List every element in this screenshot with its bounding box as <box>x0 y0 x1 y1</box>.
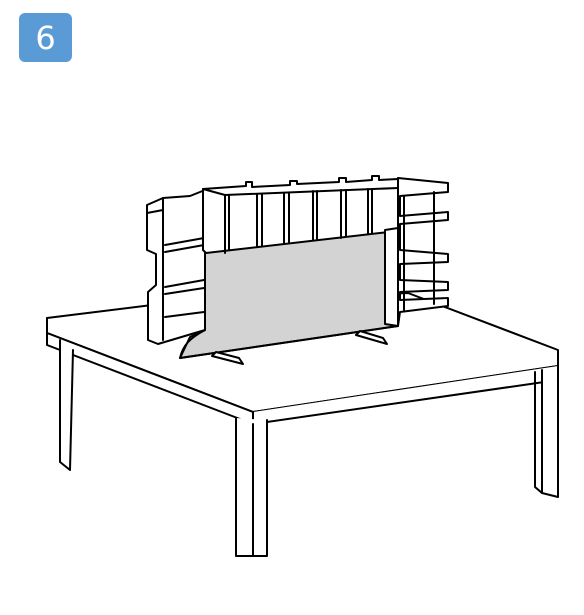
screen-bottom-curl <box>179 329 206 359</box>
tv-stand <box>211 330 388 365</box>
tv-foot-left <box>211 351 244 365</box>
tv-foot-right <box>355 330 388 345</box>
foam-block-right <box>384 177 449 327</box>
table-leg-right <box>541 369 559 498</box>
table-leg-back-left <box>59 339 74 471</box>
table-leg-right-inner <box>534 371 543 494</box>
foam-block-top <box>202 175 399 254</box>
foam-block-left <box>146 189 206 345</box>
table-leg-front-left <box>235 417 268 557</box>
step-number-badge: 6 <box>19 13 72 62</box>
step-number: 6 <box>35 18 56 57</box>
